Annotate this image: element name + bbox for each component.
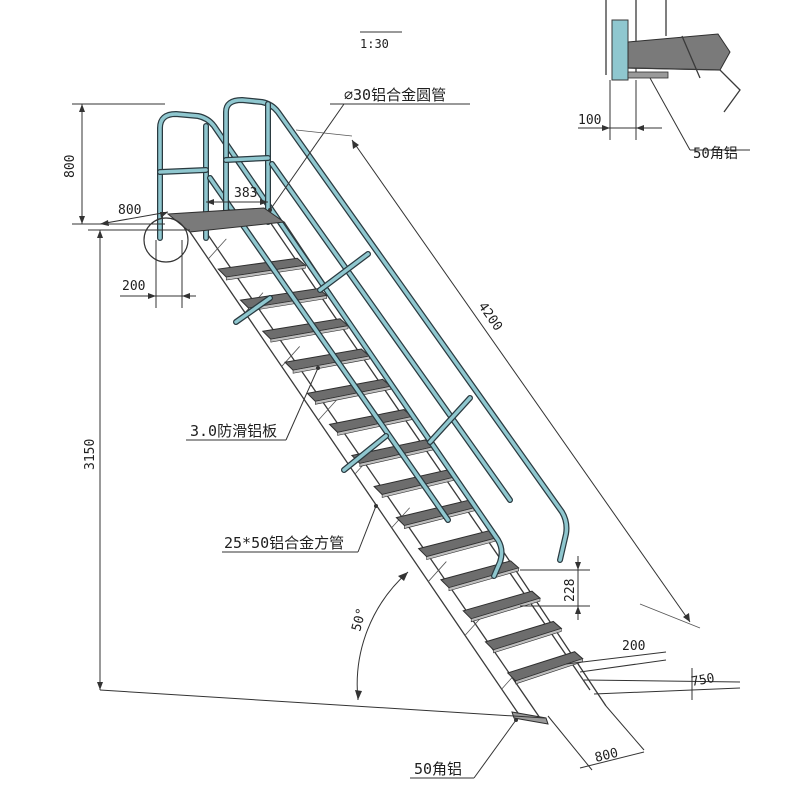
dim-edge-offset: 200 [120, 240, 196, 308]
handrail-left-lower [208, 176, 450, 522]
stair-tread-nosing [270, 325, 349, 343]
cross-tie-2 [234, 296, 272, 324]
callout-bottom-angle-group: 50角铝 [410, 718, 518, 779]
stair-tread-nosing [493, 628, 562, 654]
callout-round-tube: ∅30铝合金圆管 [344, 86, 446, 104]
handrail-right-lower [270, 162, 512, 502]
top-platform [166, 207, 286, 233]
ground-line [99, 689, 546, 719]
dim-total-height: 3150 [83, 229, 190, 690]
handrail-left-midrail [158, 168, 208, 174]
dimension-800-step: 800 [593, 746, 619, 766]
cross-tie-4 [342, 434, 388, 472]
dim-stair-width: 750 [583, 668, 741, 700]
callout-detail-angle: 50角铝 [693, 146, 738, 162]
stair-tread-nosing [315, 385, 391, 405]
dim-riser-height: 228 [520, 556, 590, 620]
dim-rail-height: 800 [63, 103, 165, 225]
detail-tread-plate [627, 33, 731, 71]
cross-tie-1 [318, 252, 370, 292]
dimension-4200: 4200 [475, 300, 505, 334]
side-brace [208, 238, 227, 260]
dimension-383: 383 [234, 186, 257, 201]
detail-angle-piece [627, 71, 669, 79]
stringer-3 [269, 221, 591, 691]
dimension-228: 228 [563, 579, 578, 602]
dimension-800-platform: 800 [118, 203, 141, 218]
stair-frame [189, 221, 607, 725]
scale-text: 1:30 [360, 37, 389, 51]
side-brace [428, 561, 447, 582]
side-brace [318, 399, 337, 421]
stair-tread-nosing [225, 264, 306, 281]
callout-tread-plate: 3.0防滑铝板 [190, 422, 277, 440]
stair-tread [462, 590, 542, 620]
detail-wall [611, 19, 629, 81]
callout-bottom-angle: 50角铝 [414, 760, 462, 778]
dimension-200-left: 200 [122, 279, 145, 294]
stair-tread [484, 620, 563, 651]
dim-step-width: 800 [547, 705, 645, 771]
dim-tread-depth: 200 [565, 639, 667, 673]
stringer-2 [205, 231, 541, 719]
stair-treads [217, 257, 584, 685]
stair-tread [506, 651, 584, 682]
dimension-200-tread: 200 [622, 639, 645, 654]
dimension-750: 750 [690, 671, 716, 690]
handrails [157, 97, 570, 579]
callout-square-tube-group: 25*50铝合金方管 [222, 504, 378, 553]
callout-square-tube: 25*50铝合金方管 [224, 534, 344, 552]
stair-tread-nosing [292, 355, 370, 374]
stair-tread-nosing [470, 597, 541, 623]
dimension-50-degree: 50° [349, 606, 370, 633]
scale-label: 1:30 [360, 31, 402, 51]
handrail-left [158, 112, 504, 578]
dim-inclination: 50° [349, 571, 409, 701]
detail-marker-circle [143, 217, 189, 263]
handrail-right-midrail [224, 156, 270, 162]
dim-platform-depth: 800 [99, 203, 169, 226]
callout-tread-plate-group: 3.0防滑铝板 [186, 366, 320, 441]
callout-round-tube-group: ∅30铝合金圆管 [268, 86, 470, 212]
dimension-100: 100 [578, 113, 601, 128]
side-brace [281, 346, 300, 367]
dimension-800-height: 800 [63, 155, 78, 178]
dim-handrail-spacing: 383 [206, 186, 268, 205]
dimension-3150: 3150 [83, 439, 98, 470]
cross-tie-3 [428, 396, 472, 444]
detail-view: 100 50角铝 [578, 0, 750, 162]
dim-diagonal-length: 4200 [295, 129, 701, 629]
